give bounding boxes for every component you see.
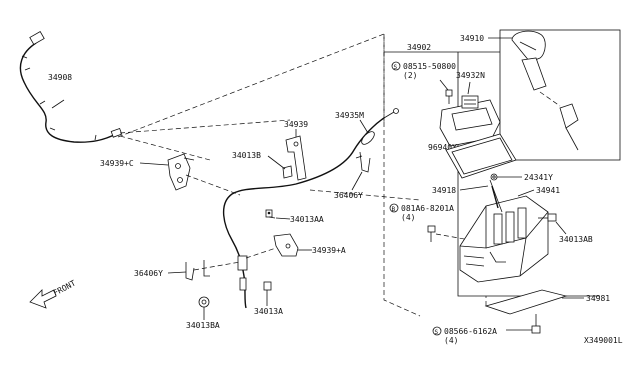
- cable-34908: [19, 30, 123, 143]
- plate-34981: [484, 289, 568, 315]
- bolt-marker-081a6: B: [389, 203, 399, 213]
- bolt-34013ab: [538, 213, 557, 222]
- label-08515: 08515-50800: [403, 62, 456, 71]
- screw-08566: [531, 314, 541, 334]
- bracket-34939: [285, 135, 307, 181]
- label-34013b: 34013B: [232, 151, 261, 160]
- label-34013aa: 34013AA: [290, 215, 324, 224]
- knob-inset: [499, 29, 621, 161]
- screw-marker-08566: S: [432, 326, 442, 336]
- label-34939a: 34939+A: [312, 246, 346, 255]
- label-08566: 08566-6162A: [444, 327, 497, 336]
- clip-36406y-top: [355, 151, 371, 173]
- label-36406y-top: 36406Y: [334, 191, 363, 200]
- label-08566-qty: (4): [444, 336, 458, 345]
- seal-plate: [445, 133, 517, 179]
- svg-text:S: S: [435, 329, 439, 336]
- bolt-34013a: [263, 281, 272, 300]
- clip-36406y-bottom: [185, 260, 210, 281]
- label-34013ba: 34013BA: [186, 321, 220, 330]
- label-34902: 34902: [407, 43, 431, 52]
- label-34939: 34939: [284, 120, 308, 129]
- bolt-081a6: [427, 225, 436, 242]
- label-34910: 34910: [460, 34, 484, 43]
- label-34013ab: 34013AB: [559, 235, 593, 244]
- label-34939c: 34939+C: [100, 159, 134, 168]
- bracket-34939c: [167, 153, 195, 191]
- bracket-34939a: [273, 233, 299, 257]
- label-34932n: 34932N: [456, 71, 485, 80]
- label-34935m: 34935M: [335, 111, 364, 120]
- diagram-id: X349001L: [584, 336, 623, 345]
- shifter-body: [459, 179, 549, 283]
- front-arrow-icon: [29, 289, 57, 309]
- clip-34013b: [282, 165, 293, 179]
- cable-34935m: [223, 108, 399, 309]
- screw-marker-08515: S: [391, 61, 401, 71]
- nut-34013ba: [198, 296, 210, 308]
- screw-pair: [439, 79, 453, 104]
- label-24341y: 24341Y: [524, 173, 553, 182]
- label-34941: 34941: [536, 186, 560, 195]
- label-34918: 34918: [432, 186, 456, 195]
- svg-text:B: B: [392, 206, 396, 213]
- grommet-24341y: [490, 173, 498, 181]
- label-36406y-bottom: 36406Y: [134, 269, 163, 278]
- indicator-cover: [439, 95, 501, 147]
- svg-text:S: S: [394, 64, 398, 71]
- label-081a6: 081A6-8201A: [401, 204, 454, 213]
- label-34981: 34981: [586, 294, 610, 303]
- label-08515-qty: (2): [403, 71, 417, 80]
- bolt-34013aa: [265, 209, 276, 219]
- label-34013a: 34013A: [254, 307, 283, 316]
- label-081a6-qty: (4): [401, 213, 415, 222]
- front-label: FRONT: [52, 278, 78, 297]
- label-34908: 34908: [48, 73, 72, 82]
- label-96940y: 96940Y: [428, 143, 457, 152]
